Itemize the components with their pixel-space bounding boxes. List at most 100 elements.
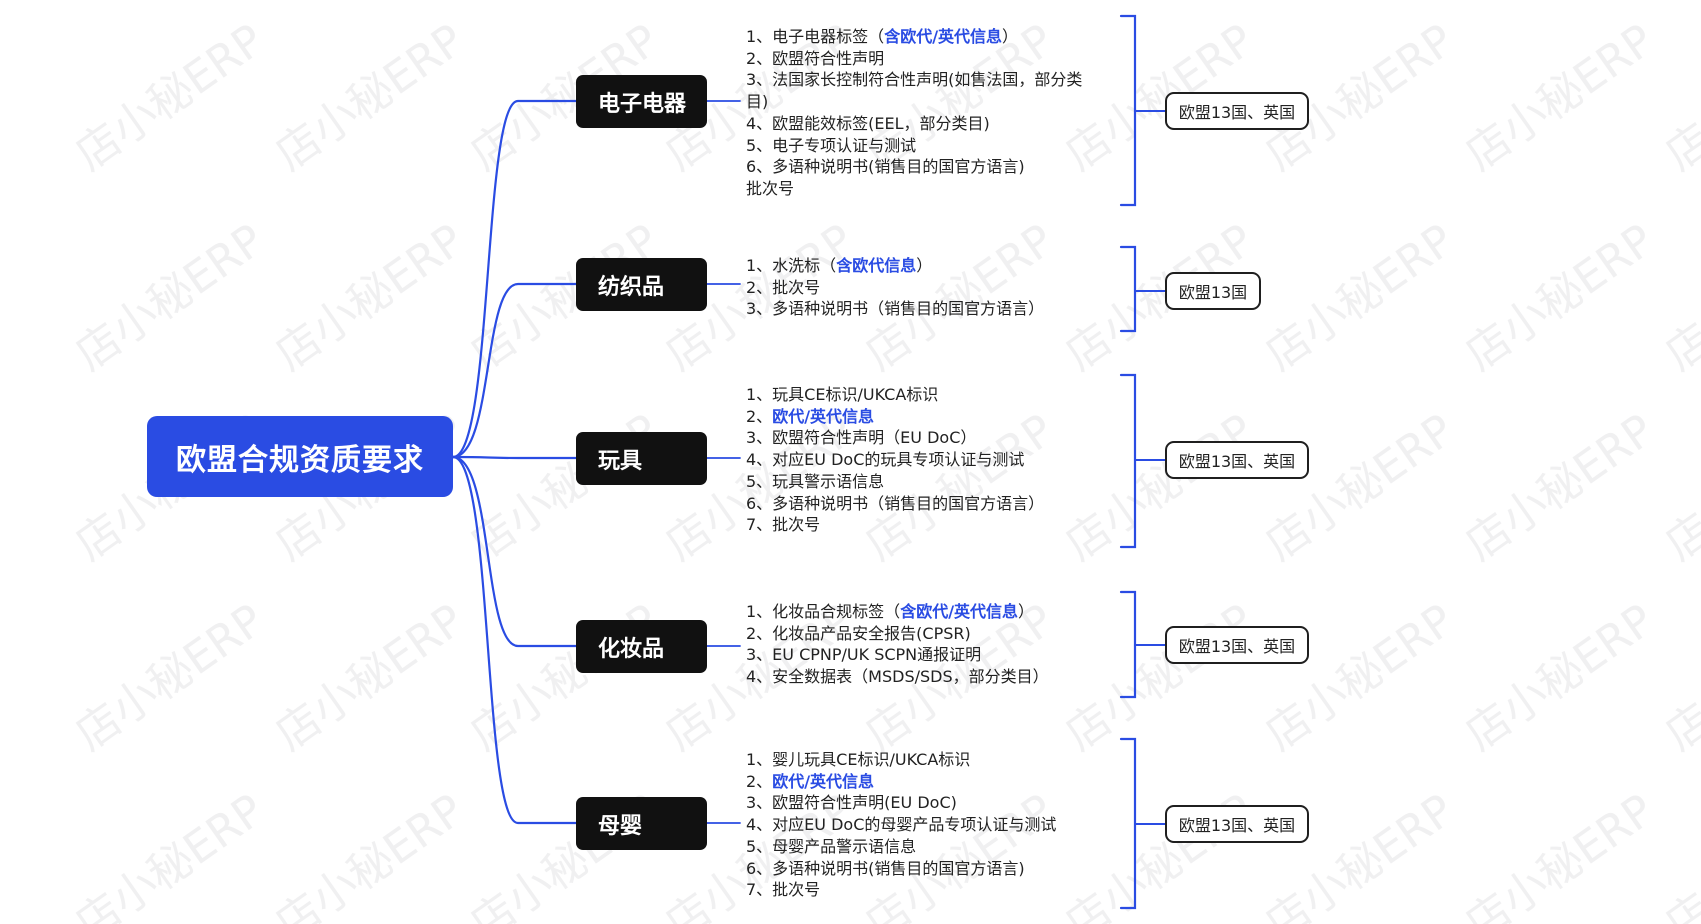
requirement-item: 1、电子电器标签（含欧代/英代信息） bbox=[746, 26, 1106, 48]
item-text: 4、欧盟能效标签(EEL，部分类目) bbox=[746, 113, 990, 133]
category-label: 母婴 bbox=[598, 813, 643, 839]
requirement-list: 1、化妆品合规标签（含欧代/英代信息）2、化妆品产品安全报告(CPSR)3、EU… bbox=[746, 601, 1106, 688]
highlight-text: 欧代/英代信息 bbox=[772, 771, 875, 791]
category-node[interactable]: 纺织品 bbox=[576, 258, 707, 311]
bracket bbox=[1119, 245, 1137, 333]
item-text: 2、批次号 bbox=[746, 277, 821, 297]
item-text: 2、欧盟符合性声明 bbox=[746, 48, 885, 68]
item-text: 2、化妆品产品安全报告(CPSR) bbox=[746, 623, 971, 643]
item-text: 3、欧盟符合性声明(EU DoC) bbox=[746, 793, 957, 813]
item-text: ） bbox=[1002, 27, 1019, 46]
item-text: 1、电子电器标签（ bbox=[746, 27, 885, 46]
requirement-item: 5、母婴产品警示语信息 bbox=[746, 836, 1106, 858]
requirement-item: 1、化妆品合规标签（含欧代/英代信息） bbox=[746, 601, 1106, 623]
requirement-item: 4、安全数据表（MSDS/SDS，部分类目） bbox=[746, 666, 1106, 688]
item-text: 1、婴儿玩具CE标识/UKCA标识 bbox=[746, 750, 971, 769]
requirement-item: 2、化妆品产品安全报告(CPSR) bbox=[746, 623, 1106, 645]
root-connector-0 bbox=[451, 99, 578, 459]
item-text: 1、玩具CE标识/UKCA标识 bbox=[746, 385, 939, 404]
requirement-item: 3、法国家长控制符合性声明(如售法国，部分类 bbox=[746, 69, 1106, 91]
requirement-item: 2、批次号 bbox=[746, 277, 1106, 299]
requirement-item: 5、电子专项认证与测试 bbox=[746, 135, 1106, 157]
requirement-item: 3、欧盟符合性声明(EU DoC) bbox=[746, 792, 1106, 814]
item-text: 目) bbox=[746, 92, 769, 112]
requirement-item: 3、多语种说明书（销售目的国官方语言） bbox=[746, 298, 1106, 320]
region-label: 欧盟13国、英国 bbox=[1178, 816, 1296, 835]
item-text: 7、批次号 bbox=[746, 515, 821, 535]
requirement-item: 2、欧代/英代信息 bbox=[746, 406, 1106, 428]
category-node[interactable]: 玩具 bbox=[576, 432, 707, 485]
requirement-item: 4、欧盟能效标签(EEL，部分类目) bbox=[746, 113, 1106, 135]
region-tag: 欧盟13国、英国 bbox=[1165, 92, 1309, 130]
category-node[interactable]: 电子电器 bbox=[576, 75, 707, 128]
item-text: 1、水洗标（ bbox=[746, 256, 837, 275]
requirement-item: 5、玩具警示语信息 bbox=[746, 471, 1106, 493]
requirement-item: 2、欧代/英代信息 bbox=[746, 771, 1106, 793]
bracket bbox=[1119, 737, 1137, 910]
item-text: 3、欧盟符合性声明（EU DoC） bbox=[746, 428, 977, 448]
region-label: 欧盟13国 bbox=[1178, 283, 1248, 302]
region-tag: 欧盟13国、英国 bbox=[1165, 441, 1309, 479]
requirement-item: 7、批次号 bbox=[746, 879, 1106, 901]
highlight-text: 欧代/英代信息 bbox=[772, 406, 875, 426]
region-tag: 欧盟13国、英国 bbox=[1165, 626, 1309, 664]
root-connector-4 bbox=[451, 455, 578, 825]
category-node[interactable]: 化妆品 bbox=[576, 620, 707, 673]
item-text: 6、多语种说明书（销售目的国官方语言） bbox=[746, 493, 1045, 513]
item-text: 1、化妆品合规标签（ bbox=[746, 602, 901, 621]
region-tag: 欧盟13国 bbox=[1165, 272, 1261, 310]
item-text: ） bbox=[1018, 602, 1035, 621]
item-text: 6、多语种说明书(销售目的国官方语言) bbox=[746, 157, 1025, 177]
region-label: 欧盟13国、英国 bbox=[1178, 452, 1296, 471]
requirement-item: 4、对应EU DoC的母婴产品专项认证与测试 bbox=[746, 814, 1106, 836]
requirement-item: 3、EU CPNP/UK SCPN通报证明 bbox=[746, 644, 1106, 666]
item-text: 5、电子专项认证与测试 bbox=[746, 135, 917, 155]
region-tag: 欧盟13国、英国 bbox=[1165, 805, 1309, 843]
item-text: 2、 bbox=[746, 771, 773, 791]
requirement-item: 1、水洗标（含欧代信息） bbox=[746, 255, 1106, 277]
root-connector-1 bbox=[451, 282, 578, 459]
root-connector-2 bbox=[451, 455, 578, 460]
requirement-item: 1、玩具CE标识/UKCA标识 bbox=[746, 384, 1106, 406]
root-label: 欧盟合规资质要求 bbox=[176, 442, 424, 478]
root-node[interactable]: 欧盟合规资质要求 bbox=[147, 416, 453, 497]
requirement-item: 4、对应EU DoC的玩具专项认证与测试 bbox=[746, 449, 1106, 471]
item-text: 批次号 bbox=[746, 178, 795, 198]
item-text: 2、 bbox=[746, 406, 773, 426]
requirement-item: 1、婴儿玩具CE标识/UKCA标识 bbox=[746, 749, 1106, 771]
requirement-item: 6、多语种说明书（销售目的国官方语言） bbox=[746, 493, 1106, 515]
root-connector-3 bbox=[451, 455, 578, 648]
item-text: 5、母婴产品警示语信息 bbox=[746, 836, 917, 856]
category-label: 电子电器 bbox=[598, 91, 687, 117]
requirement-item: 2、欧盟符合性声明 bbox=[746, 48, 1106, 70]
region-label: 欧盟13国、英国 bbox=[1178, 637, 1296, 656]
category-node[interactable]: 母婴 bbox=[576, 797, 707, 850]
highlight-text: 含欧代信息 bbox=[836, 256, 917, 275]
requirement-item: 目) bbox=[746, 91, 1106, 113]
item-text: 3、EU CPNP/UK SCPN通报证明 bbox=[746, 645, 982, 665]
requirement-item: 6、多语种说明书(销售目的国官方语言) bbox=[746, 858, 1106, 880]
item-text: 3、多语种说明书（销售目的国官方语言） bbox=[746, 299, 1045, 319]
item-text: 6、多语种说明书(销售目的国官方语言) bbox=[746, 858, 1025, 878]
item-text: 7、批次号 bbox=[746, 880, 821, 900]
highlight-text: 含欧代/英代信息 bbox=[900, 602, 1019, 621]
bracket bbox=[1119, 373, 1137, 549]
requirement-item: 7、批次号 bbox=[746, 514, 1106, 536]
item-text: 4、安全数据表（MSDS/SDS，部分类目） bbox=[746, 667, 1049, 687]
requirement-item: 6、多语种说明书(销售目的国官方语言) bbox=[746, 156, 1106, 178]
category-label: 玩具 bbox=[598, 448, 643, 474]
highlight-text: 含欧代/英代信息 bbox=[884, 27, 1003, 46]
region-label: 欧盟13国、英国 bbox=[1178, 103, 1296, 122]
category-label: 纺织品 bbox=[598, 274, 665, 300]
item-text: 5、玩具警示语信息 bbox=[746, 471, 885, 491]
bracket bbox=[1119, 14, 1137, 207]
requirement-item: 批次号 bbox=[746, 178, 1106, 200]
bracket bbox=[1119, 590, 1137, 699]
category-label: 化妆品 bbox=[598, 636, 665, 662]
item-text: 3、法国家长控制符合性声明(如售法国，部分类 bbox=[746, 70, 1083, 90]
